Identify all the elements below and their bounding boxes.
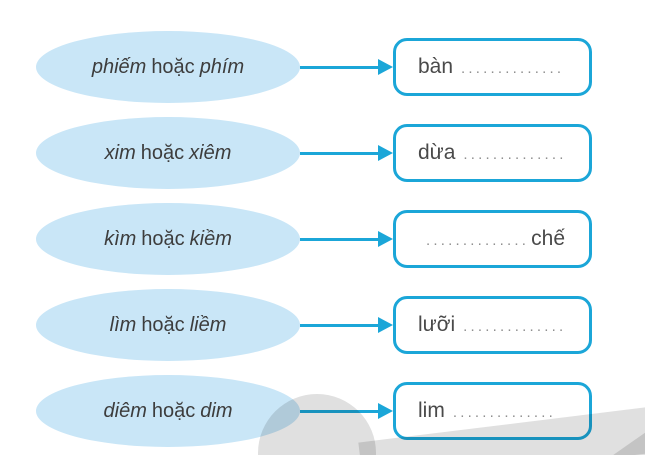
arrow-line bbox=[300, 409, 378, 413]
arrowhead-icon bbox=[378, 231, 393, 247]
blank-dotted-line: .............. bbox=[426, 231, 530, 249]
arrowhead-icon bbox=[378, 317, 393, 333]
match-row: lìm hoặc liềm lưỡi .............. bbox=[0, 282, 645, 368]
answer-box[interactable]: lưỡi .............. bbox=[393, 296, 592, 354]
answer-box[interactable]: lim .............. bbox=[393, 382, 592, 440]
choice-option-a: kìm bbox=[104, 227, 137, 250]
choice-connector-word: hoặc bbox=[141, 313, 185, 336]
choice-option-a: phiếm bbox=[91, 55, 147, 78]
match-row: diêm hoặc dim lim .............. bbox=[0, 368, 645, 454]
answer-word-before: bàn bbox=[418, 55, 454, 78]
choice-connector-word: hoặc bbox=[141, 227, 185, 250]
choice-connector-word: hoặc bbox=[151, 399, 196, 422]
answer-word-after: chế bbox=[531, 227, 566, 250]
arrow-connector bbox=[300, 317, 393, 333]
arrow-line bbox=[300, 237, 378, 241]
choice-option-a: lìm bbox=[109, 313, 137, 336]
choice-ellipse: diêm hoặc dim bbox=[36, 375, 300, 447]
answer-word-before: lim bbox=[418, 399, 445, 422]
arrow-line bbox=[300, 65, 378, 69]
choice-ellipse: kìm hoặc kiềm bbox=[36, 203, 300, 275]
choice-option-a: xim bbox=[104, 141, 136, 164]
arrowhead-icon bbox=[378, 59, 393, 75]
answer-word-before: lưỡi bbox=[418, 313, 456, 336]
blank-dotted-line: .............. bbox=[463, 317, 567, 335]
choice-option-b: liềm bbox=[189, 313, 227, 336]
match-row: kìm hoặc kiềm .............. chế bbox=[0, 196, 645, 282]
arrow-line bbox=[300, 323, 378, 327]
arrowhead-icon bbox=[378, 145, 393, 161]
answer-box[interactable]: .............. chế bbox=[393, 210, 592, 268]
choice-ellipse: lìm hoặc liềm bbox=[36, 289, 300, 361]
answer-word-before: dừa bbox=[418, 141, 456, 164]
answer-box[interactable]: bàn .............. bbox=[393, 38, 592, 96]
arrow-line bbox=[300, 151, 378, 155]
choice-option-b: phím bbox=[199, 55, 245, 78]
blank-dotted-line: .............. bbox=[461, 59, 565, 77]
choice-option-a: diêm bbox=[103, 399, 147, 422]
choice-ellipse: xim hoặc xiêm bbox=[36, 117, 300, 189]
choice-option-b: kiềm bbox=[189, 227, 232, 250]
answer-box[interactable]: dừa .............. bbox=[393, 124, 592, 182]
match-row: phiếm hoặc phím bàn .............. bbox=[0, 24, 645, 110]
arrowhead-icon bbox=[378, 403, 393, 419]
match-row: xim hoặc xiêm dừa .............. bbox=[0, 110, 645, 196]
blank-dotted-line: .............. bbox=[452, 403, 556, 421]
arrow-connector bbox=[300, 231, 393, 247]
arrow-connector bbox=[300, 59, 393, 75]
blank-dotted-line: .............. bbox=[463, 145, 567, 163]
choice-connector-word: hoặc bbox=[151, 55, 195, 78]
choice-option-b: dim bbox=[200, 399, 233, 422]
choice-ellipse: phiếm hoặc phím bbox=[36, 31, 300, 103]
arrow-connector bbox=[300, 145, 393, 161]
arrow-connector bbox=[300, 403, 393, 419]
choice-option-b: xiêm bbox=[189, 141, 232, 164]
choice-connector-word: hoặc bbox=[140, 141, 185, 164]
